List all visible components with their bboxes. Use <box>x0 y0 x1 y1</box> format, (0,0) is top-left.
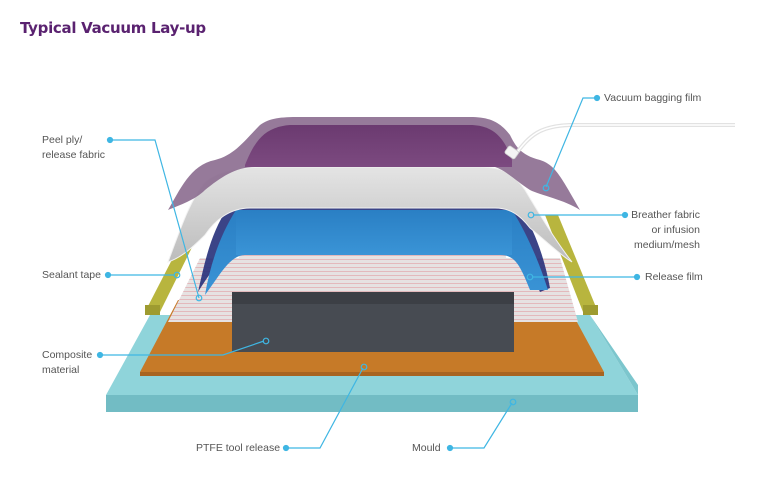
vacuum-bag-layer <box>168 117 580 210</box>
label-composite-line2: material <box>42 364 80 376</box>
label-vacuum-bagging-film: Vacuum bagging film <box>604 92 702 104</box>
leader-lines <box>96 94 641 452</box>
label-ptfe-tool-release: PTFE tool release <box>196 442 281 454</box>
diagram-title: Typical Vacuum Lay-up <box>20 19 206 37</box>
label-breather-line2: or infusion <box>651 224 700 236</box>
label-peel-ply-line1: Peel ply/ <box>42 134 83 146</box>
label-breather-line3: medium/mesh <box>634 239 700 251</box>
vacuum-hose[interactable] <box>504 123 735 160</box>
label-peel-ply-line2: release fabric <box>42 149 106 161</box>
label-release-film: Release film <box>645 271 703 283</box>
label-sealant-tape: Sealant tape <box>42 269 101 281</box>
label-composite-line1: Composite <box>42 349 93 361</box>
label-breather-line1: Breather fabric <box>631 209 700 221</box>
label-peel-ply: Peel ply/ release fabric <box>42 133 105 163</box>
label-mould: Mould <box>412 442 441 454</box>
release-film-layer <box>198 208 550 295</box>
composite-layer <box>232 292 514 352</box>
label-composite-material: Composite material <box>42 348 92 378</box>
label-breather-fabric: Breather fabric or infusion medium/mesh <box>620 208 700 253</box>
